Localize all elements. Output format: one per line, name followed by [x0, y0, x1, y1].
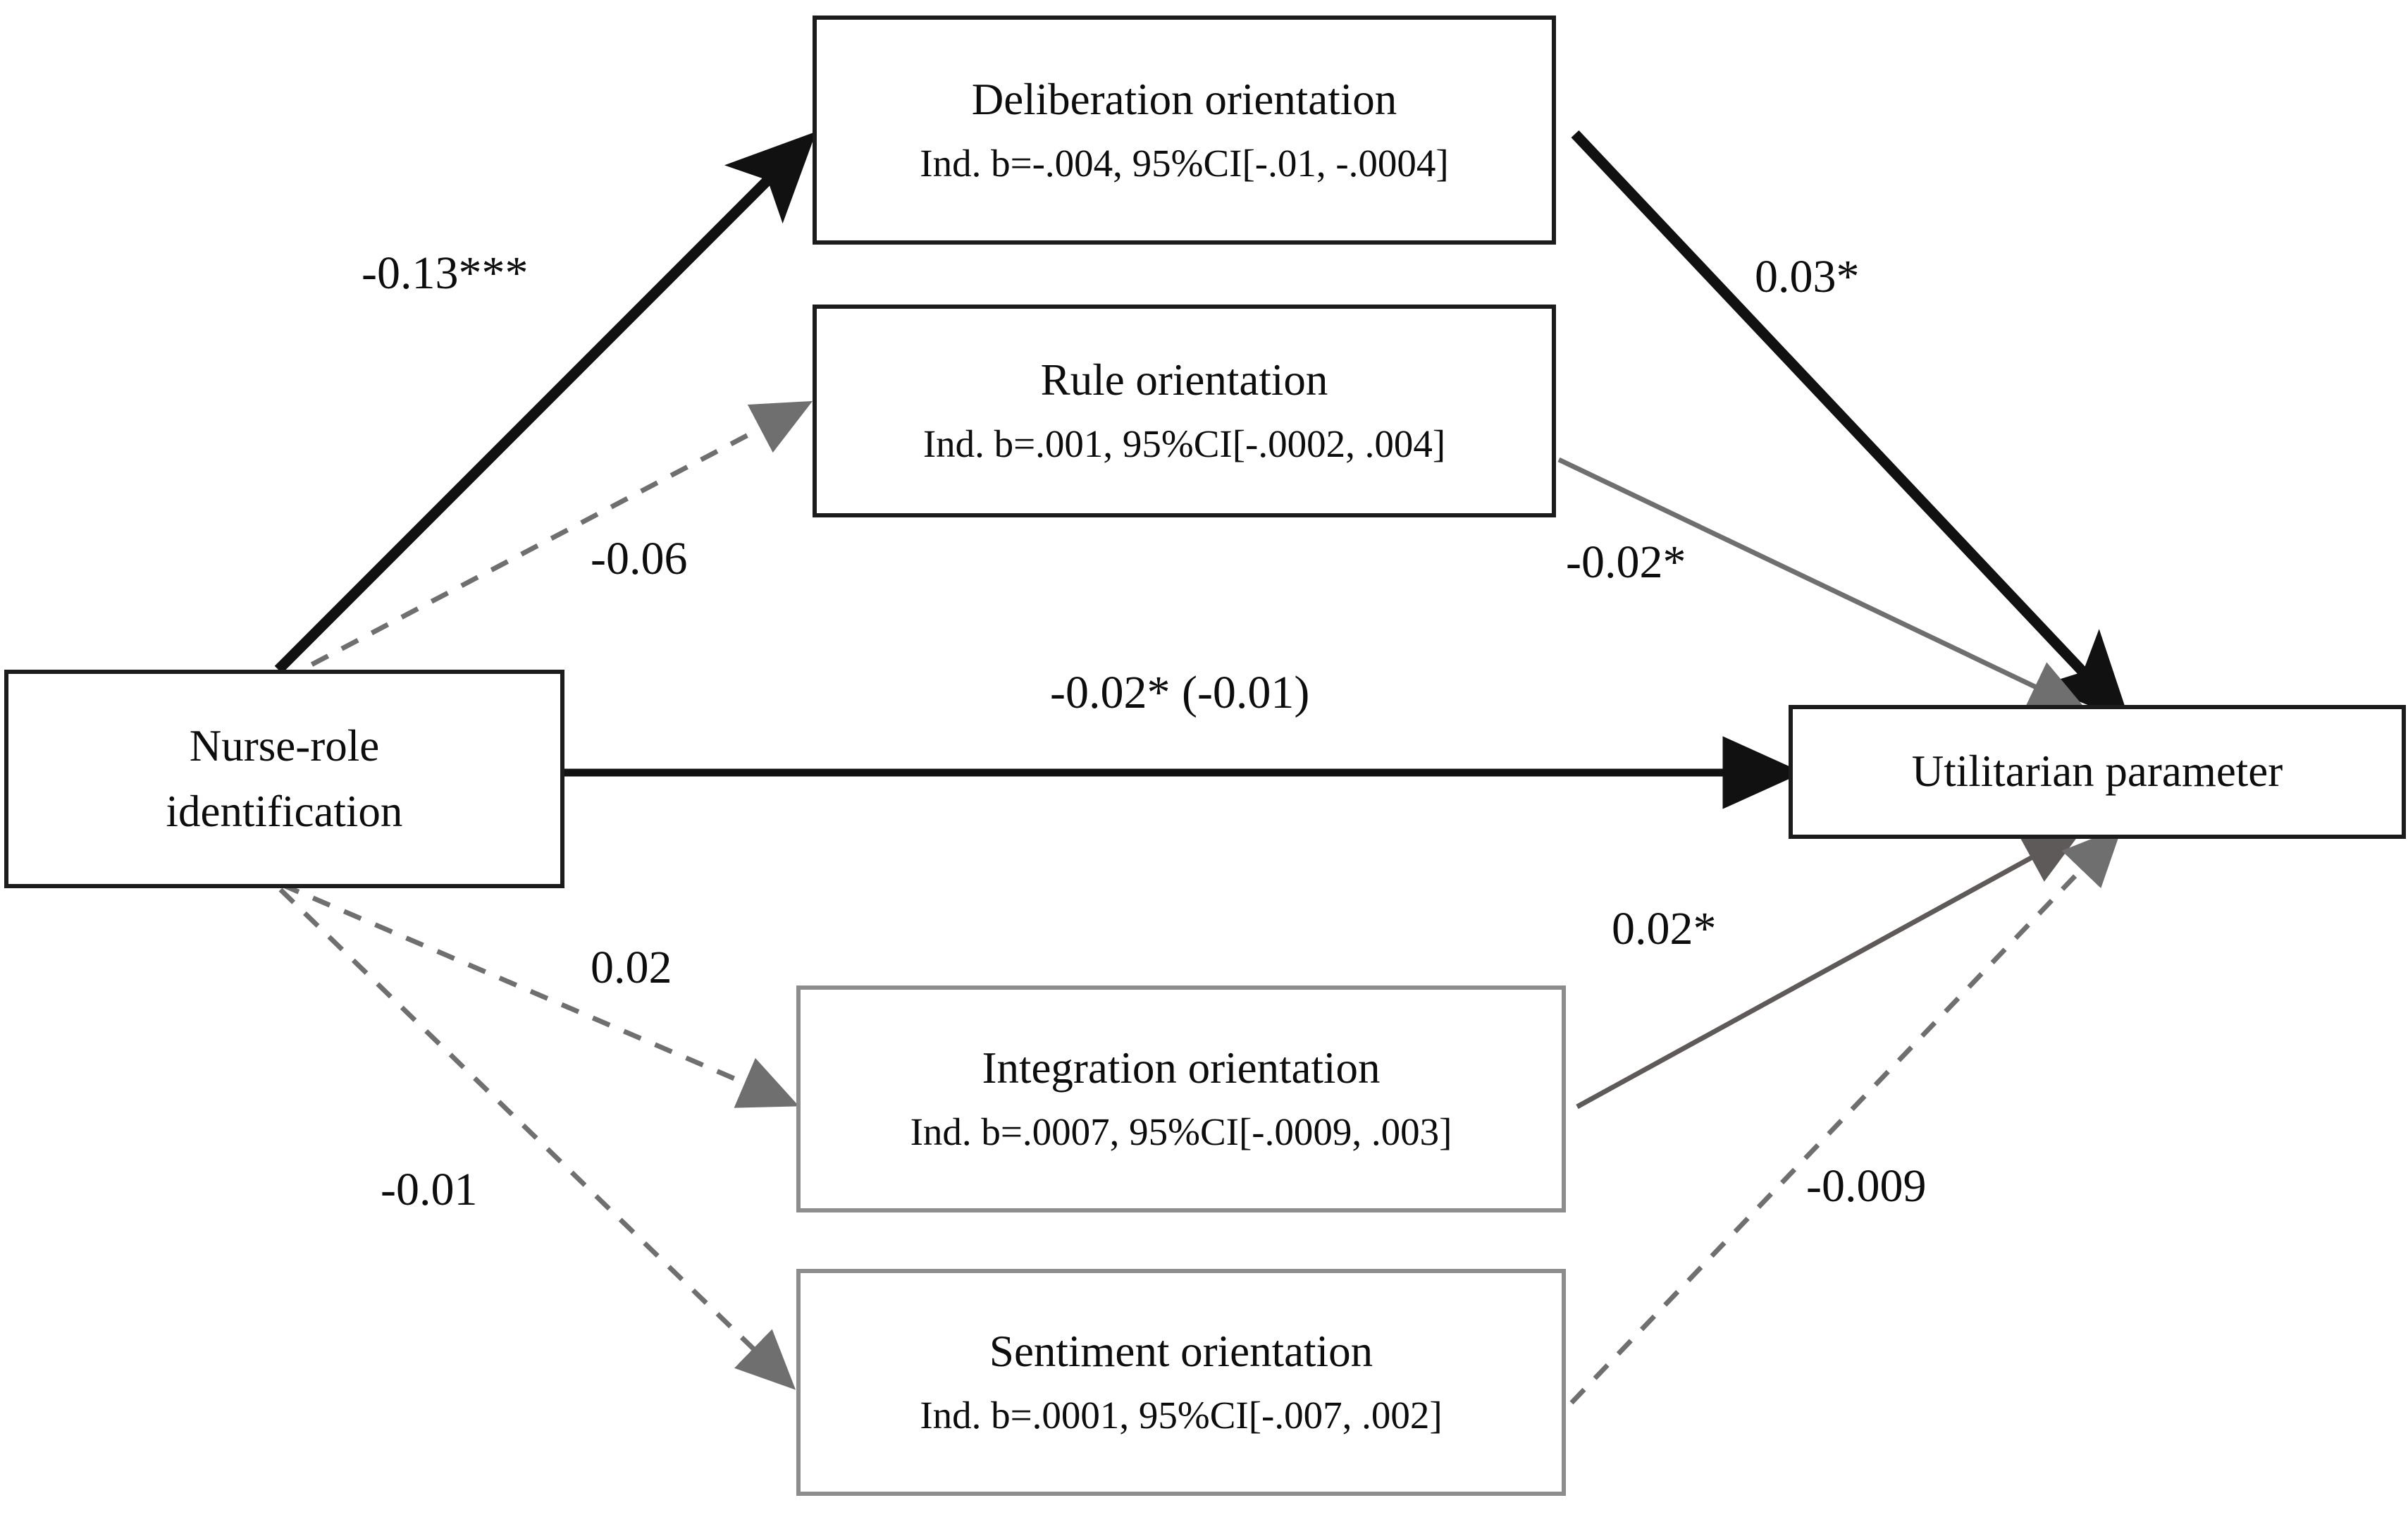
node-title: Rule orientation [1040, 355, 1328, 405]
edge-label-nurse-to-sentiment: -0.01 [381, 1164, 478, 1215]
edge-label-nurse-to-rule: -0.06 [591, 533, 688, 584]
node-title: Deliberation orientation [971, 74, 1397, 124]
node-title: Nurse-role [189, 720, 380, 770]
node-title: Sentiment orientation [989, 1327, 1373, 1377]
node-indirect-effect: Ind. b=.0007, 95%CI[-.0009, .003] [910, 1110, 1452, 1154]
node-title-line2: identification [166, 787, 403, 836]
edge-label-rule-to-utilitarian: -0.02* [1566, 536, 1686, 588]
node-utilitarian-parameter[interactable]: Utilitarian parameter [1789, 705, 2406, 839]
edge-label-nurse-to-deliberation: -0.13*** [362, 247, 529, 299]
edge-label-integration-to-utilitarian: 0.02* [1612, 903, 1717, 954]
edge-deliberation-to-utilitarian [1571, 130, 2130, 722]
node-sentiment-orientation[interactable]: Sentiment orientation Ind. b=.0001, 95%C… [796, 1269, 1566, 1496]
node-indirect-effect: Ind. b=.001, 95%CI[-.0002, .004] [922, 422, 1446, 466]
edge-nurse-to-deliberation [274, 131, 817, 674]
edge-integration-to-utilitarian [1576, 829, 2083, 1110]
node-rule-orientation[interactable]: Rule orientation Ind. b=.001, 95%CI[-.00… [813, 305, 1556, 517]
node-indirect-effect: Ind. b=-.004, 95%CI[-.01, -.0004] [920, 141, 1449, 185]
node-title: Utilitarian parameter [1911, 747, 2283, 797]
edge-nurse-to-rule [280, 400, 813, 683]
edge-nurse-to-integration [280, 882, 799, 1108]
node-deliberation-orientation[interactable]: Deliberation orientation Ind. b=-.004, 9… [813, 16, 1556, 245]
edge-label-nurse-to-integration: 0.02 [591, 942, 672, 993]
node-title: Integration orientation [982, 1043, 1381, 1093]
edge-nurse-to-sentiment [278, 888, 796, 1390]
node-nurse-role-identification[interactable]: Nurse-role identification [4, 670, 564, 888]
node-indirect-effect: Ind. b=.0001, 95%CI[-.007, .002] [920, 1394, 1443, 1437]
edge-label-nurse-to-utilitarian-direct: -0.02* (-0.01) [1050, 667, 1310, 718]
edge-label-sentiment-to-utilitarian: -0.009 [1806, 1160, 1927, 1212]
edge-label-deliberation-to-utilitarian: 0.03* [1755, 251, 1860, 302]
node-integration-orientation[interactable]: Integration orientation Ind. b=.0007, 95… [796, 985, 1566, 1212]
